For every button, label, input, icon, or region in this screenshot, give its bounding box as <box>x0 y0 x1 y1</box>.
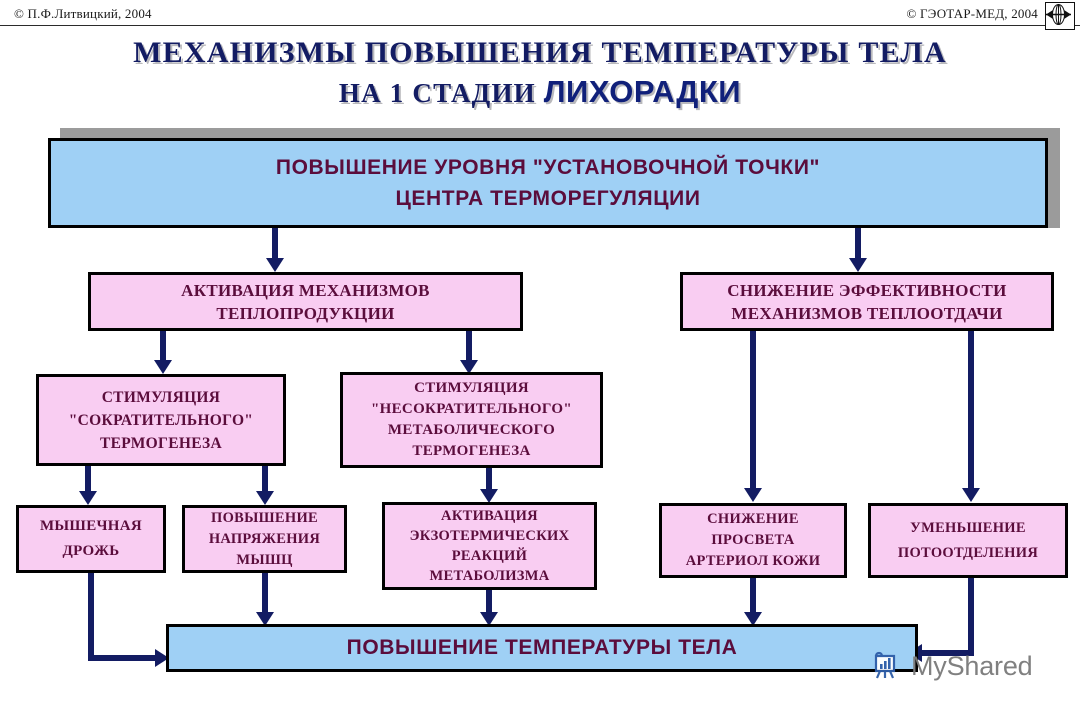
node-contractile-thermogenesis-label: СТИМУЛЯЦИЯ "СОКРАТИТЕЛЬНОГО" ТЕРМОГЕНЕЗА <box>68 388 254 452</box>
arrowhead-noncontractile-to-exothermic <box>480 489 498 503</box>
node-heat-production-activation[interactable]: АКТИВАЦИЯ МЕХАНИЗМОВ ТЕПЛОПРОДУКЦИИ <box>88 272 523 331</box>
connector-exothermic-to-outcome <box>486 590 492 615</box>
connector-vaso-to-outcome <box>750 578 756 615</box>
connector-sweat-to-outcome-horizontal <box>918 650 974 656</box>
arrowhead-shivering-to-outcome <box>155 649 169 667</box>
connector-left-to-noncontractile-stem <box>466 331 472 363</box>
node-noncontractile-thermogenesis-label: СТИМУЛЯЦИЯ "НЕСОКРАТИТЕЛЬНОГО" МЕТАБОЛИЧ… <box>371 380 572 459</box>
node-skin-arteriole-narrowing-label: СНИЖЕНИЕ ПРОСВЕТА АРТЕРИОЛ КОЖИ <box>685 511 821 569</box>
slide-title-line2-prefix: НА 1 СТАДИИ <box>338 78 544 108</box>
arrowhead-root-to-right <box>849 258 867 272</box>
myshared-logo-icon <box>872 648 906 685</box>
arrowhead-vaso-to-outcome <box>744 612 762 626</box>
node-muscle-shivering-label: МЫШЕЧНАЯ ДРОЖЬ <box>39 518 143 559</box>
arrowhead-exothermic-to-outcome <box>480 612 498 626</box>
arrowhead-muscletone-to-outcome <box>256 612 274 626</box>
connector-root-to-right <box>855 226 861 260</box>
copyright-author: © П.Ф.Литвицкий, 2004 <box>14 6 152 21</box>
slide-title-line1: МЕХАНИЗМЫ ПОВЫШЕНИЯ ТЕМПЕРАТУРЫ ТЕЛА <box>133 36 947 69</box>
slide-title-line2: НА 1 СТАДИИ ЛИХОРАДКИ <box>0 72 1080 113</box>
connector-noncontractile-to-exothermic <box>486 466 492 492</box>
slide-title-line2-highlight: ЛИХОРАДКИ <box>543 74 742 109</box>
node-muscle-shivering[interactable]: МЫШЕЧНАЯ ДРОЖЬ <box>16 505 166 573</box>
copyright-publisher: © ГЭОТАР-МЕД, 2004 <box>906 6 1038 21</box>
connector-right-to-vaso-stem <box>750 331 756 491</box>
connector-contractile-to-muscletone <box>262 466 268 494</box>
myshared-watermark: MyShared <box>872 648 1033 685</box>
node-reduced-sweating-label: УМЕНЬШЕНИЕ ПОТООТДЕЛЕНИЯ <box>897 519 1039 561</box>
arrowhead-left-to-contractile <box>154 360 172 374</box>
node-exothermic-reactions-label: АКТИВАЦИЯ ЭКЗОТЕРМИЧЕСКИХ РЕАКЦИЙ МЕТАБО… <box>409 508 570 584</box>
connector-muscletone-to-outcome <box>262 573 268 615</box>
connector-right-to-sweat-stem <box>968 331 974 491</box>
arrowhead-contractile-to-muscletone <box>256 491 274 505</box>
connector-shivering-to-outcome-vertical <box>88 573 94 655</box>
geotar-globe-icon <box>1045 2 1075 30</box>
node-muscle-tension[interactable]: ПОВЫШЕНИЕ НАПРЯЖЕНИЯ МЫШЦ <box>182 505 347 573</box>
myshared-watermark-text: MyShared <box>911 651 1033 681</box>
arrowhead-root-to-left <box>266 258 284 272</box>
slide-title: МЕХАНИЗМЫ ПОВЫШЕНИЯ ТЕМПЕРАТУРЫ ТЕЛА НА … <box>0 33 1080 113</box>
node-setpoint-increase-label: ПОВЫШЕНИЕ УРОВНЯ "УСТАНОВОЧНОЙ ТОЧКИ" ЦЕ… <box>275 156 821 210</box>
arrowhead-left-to-noncontractile <box>460 360 478 374</box>
node-noncontractile-thermogenesis[interactable]: СТИМУЛЯЦИЯ "НЕСОКРАТИТЕЛЬНОГО" МЕТАБОЛИЧ… <box>340 372 603 468</box>
node-body-temperature-increase[interactable]: ПОВЫШЕНИЕ ТЕМПЕРАТУРЫ ТЕЛА <box>166 624 918 672</box>
connector-contractile-to-shivering <box>85 466 91 494</box>
node-muscle-tension-label: ПОВЫШЕНИЕ НАПРЯЖЕНИЯ МЫШЦ <box>208 509 321 568</box>
node-heat-loss-reduction-label: СНИЖЕНИЕ ЭФФЕКТИВНОСТИ МЕХАНИЗМОВ ТЕПЛОО… <box>727 280 1007 323</box>
arrowhead-contractile-to-shivering <box>79 491 97 505</box>
node-setpoint-increase[interactable]: ПОВЫШЕНИЕ УРОВНЯ "УСТАНОВОЧНОЙ ТОЧКИ" ЦЕ… <box>48 138 1048 228</box>
node-body-temperature-increase-label: ПОВЫШЕНИЕ ТЕМПЕРАТУРЫ ТЕЛА <box>346 636 738 659</box>
node-heat-production-activation-label: АКТИВАЦИЯ МЕХАНИЗМОВ ТЕПЛОПРОДУКЦИИ <box>181 280 430 323</box>
connector-shivering-to-outcome-horizontal <box>88 655 160 661</box>
node-contractile-thermogenesis[interactable]: СТИМУЛЯЦИЯ "СОКРАТИТЕЛЬНОГО" ТЕРМОГЕНЕЗА <box>36 374 286 466</box>
arrowhead-right-to-vaso <box>744 488 762 502</box>
node-skin-arteriole-narrowing[interactable]: СНИЖЕНИЕ ПРОСВЕТА АРТЕРИОЛ КОЖИ <box>659 503 847 578</box>
node-reduced-sweating[interactable]: УМЕНЬШЕНИЕ ПОТООТДЕЛЕНИЯ <box>868 503 1068 578</box>
connector-sweat-to-outcome-vertical <box>968 578 974 656</box>
node-heat-loss-reduction[interactable]: СНИЖЕНИЕ ЭФФЕКТИВНОСТИ МЕХАНИЗМОВ ТЕПЛОО… <box>680 272 1054 331</box>
connector-left-to-contractile-stem <box>160 331 166 363</box>
arrowhead-right-to-sweat <box>962 488 980 502</box>
connector-root-to-left <box>272 226 278 260</box>
node-exothermic-reactions[interactable]: АКТИВАЦИЯ ЭКЗОТЕРМИЧЕСКИХ РЕАКЦИЙ МЕТАБО… <box>382 502 597 590</box>
header-divider <box>0 25 1080 26</box>
